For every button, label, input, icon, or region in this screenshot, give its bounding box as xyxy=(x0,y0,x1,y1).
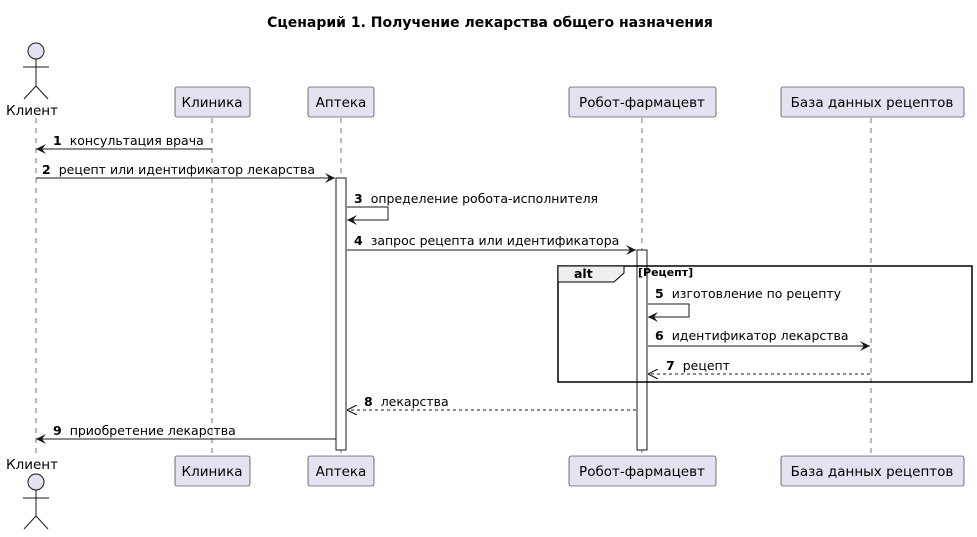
participant-db-top: База данных рецептов xyxy=(780,86,965,118)
svg-text:6 идентификатор лекарств: 6 идентификатор лекарства xyxy=(655,328,849,343)
message-3-text: определение робота-исполнителя xyxy=(371,191,598,206)
message-9: 9 приобретение лекарства xyxy=(36,423,336,444)
message-9-number: 9 xyxy=(53,423,62,438)
participant-pharmacy-top: Аптека xyxy=(307,86,375,118)
svg-text:9 приобретение лекарства: 9 приобретение лекарства xyxy=(53,423,236,438)
svg-text:5 изготовление по рецепт: 5 изготовление по рецепту xyxy=(655,286,842,301)
alt-frame-keyword: alt xyxy=(574,266,593,281)
participant-db-bottom: База данных рецептов xyxy=(780,455,965,487)
message-8: 8 лекарства xyxy=(347,394,636,410)
diagram-title: Сценарий 1. Получение лекарства общего н… xyxy=(267,15,713,31)
svg-text:7 рецепт: 7 рецепт xyxy=(666,358,730,373)
participant-robot-top: Робот-фармацевт xyxy=(568,86,717,118)
message-9-text: приобретение лекарства xyxy=(70,423,236,438)
message-1-text: консультация врача xyxy=(70,133,204,148)
participant-robot-label-bottom: Робот-фармацевт xyxy=(579,464,705,480)
message-7-text: рецепт xyxy=(683,358,730,373)
svg-text:1 консультация врача: 1 консультация врача xyxy=(53,133,204,148)
participant-clinic-label-bottom: Клиника xyxy=(181,464,242,480)
message-1: 1 консультация врача xyxy=(36,133,212,154)
actor-client-label-top: Клиент xyxy=(6,103,58,119)
message-8-number: 8 xyxy=(364,394,373,409)
participant-clinic-label: Клиника xyxy=(181,95,242,111)
message-3-number: 3 xyxy=(354,191,363,206)
message-4-text: запрос рецепта или идентификатора xyxy=(371,233,620,248)
alt-frame: alt [Рецепт] xyxy=(557,265,973,383)
svg-text:8 лекарства: 8 лекарства xyxy=(364,394,449,409)
actor-client-label-bottom: Клиент xyxy=(6,457,58,473)
actor-head xyxy=(27,473,45,491)
message-5-number: 5 xyxy=(655,286,664,301)
message-6-number: 6 xyxy=(655,328,664,343)
participant-clinic-top: Клиника xyxy=(174,86,251,118)
message-5-text: изготовление по рецепту xyxy=(672,286,842,301)
svg-text:4 запрос рецепта или иде: 4 запрос рецепта или идентификатора xyxy=(354,233,619,248)
message-6-text: идентификатор лекарства xyxy=(672,328,849,343)
message-6: 6 идентификатор лекарства xyxy=(648,328,870,351)
participant-clinic-bottom: Клиника xyxy=(174,455,251,487)
message-2-text: рецепт или идентификатор лекарства xyxy=(59,162,315,177)
activation-robot xyxy=(636,249,648,451)
message-3: 3 определение робота-исполнителя xyxy=(347,191,598,225)
alt-frame-condition: [Рецепт] xyxy=(638,266,693,279)
participant-db-label-bottom: База данных рецептов xyxy=(791,464,954,480)
actor-head xyxy=(27,42,45,60)
participant-db-label: База данных рецептов xyxy=(791,95,954,111)
participant-robot-bottom: Робот-фармацевт xyxy=(568,455,717,487)
message-7-number: 7 xyxy=(666,358,675,373)
message-4: 4 запрос рецепта или идентификатора xyxy=(347,233,636,255)
message-2-number: 2 xyxy=(42,162,51,177)
activation-pharmacy xyxy=(335,177,347,451)
message-5: 5 изготовление по рецепту xyxy=(648,286,842,322)
message-4-number: 4 xyxy=(354,233,363,248)
actor-client-bottom: Клиент xyxy=(6,457,58,530)
svg-text:3 определение робота-исп: 3 определение робота-исполнителя xyxy=(354,191,598,206)
svg-text:2 рецепт или идентификат: 2 рецепт или идентификатор лекарства xyxy=(42,162,315,177)
participant-robot-label: Робот-фармацевт xyxy=(579,95,705,111)
message-8-text: лекарства xyxy=(381,394,449,409)
actor-client-top: Клиент xyxy=(6,42,58,119)
participant-pharmacy-bottom: Аптека xyxy=(307,455,375,487)
message-2: 2 рецепт или идентификатор лекарства xyxy=(36,162,335,183)
participant-pharmacy-label-bottom: Аптека xyxy=(316,464,367,480)
message-7: 7 рецепт xyxy=(648,358,870,374)
participant-pharmacy-label: Аптека xyxy=(316,95,367,111)
message-1-number: 1 xyxy=(53,133,62,148)
